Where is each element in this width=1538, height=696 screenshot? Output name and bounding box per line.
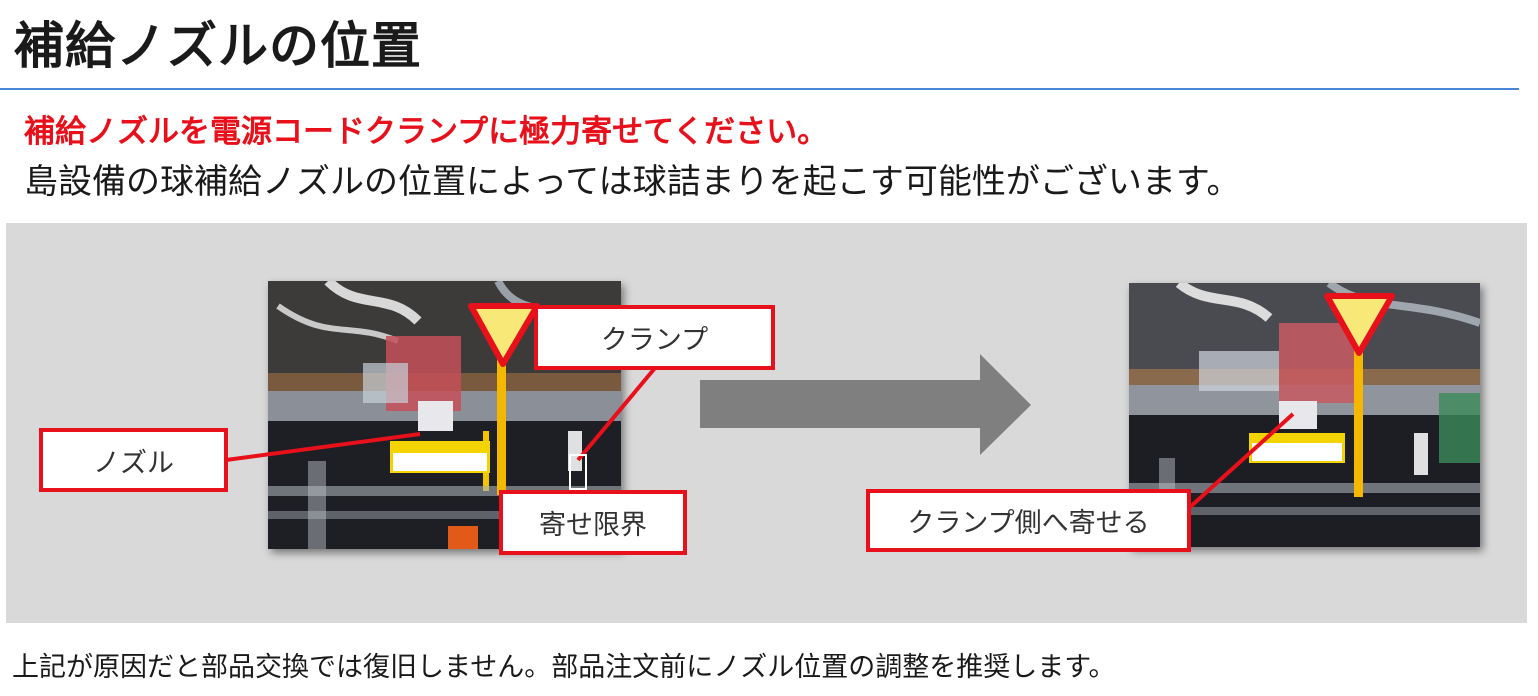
page-title: 補給ノズルの位置 <box>14 17 422 75</box>
callout-nozzle: ノズル <box>39 428 228 492</box>
callout-limit: 寄せ限界 <box>499 490 687 555</box>
callout-nozzle-label: ノズル <box>93 447 174 479</box>
instruction-detail: 島設備の球補給ノズルの位置によっては球詰まりを起こす可能性がございます。 <box>24 162 1241 202</box>
footer-note: 上記が原因だと部品交換では復旧しません。部品注文前にノズル位置の調整を推奨します… <box>12 652 1116 683</box>
title-divider <box>0 88 1519 90</box>
callout-limit-label: 寄せ限界 <box>539 510 647 541</box>
callout-move-label: クランプ側へ寄せる <box>907 508 1150 539</box>
callout-clamp: クランプ <box>534 305 775 370</box>
instruction-emphasis: 補給ノズルを電源コードクランプに極力寄せてください。 <box>24 114 829 150</box>
callout-clamp-label: クランプ <box>600 325 709 356</box>
photo-before <box>268 281 621 549</box>
callout-move-to-clamp: クランプ側へ寄せる <box>866 489 1191 552</box>
